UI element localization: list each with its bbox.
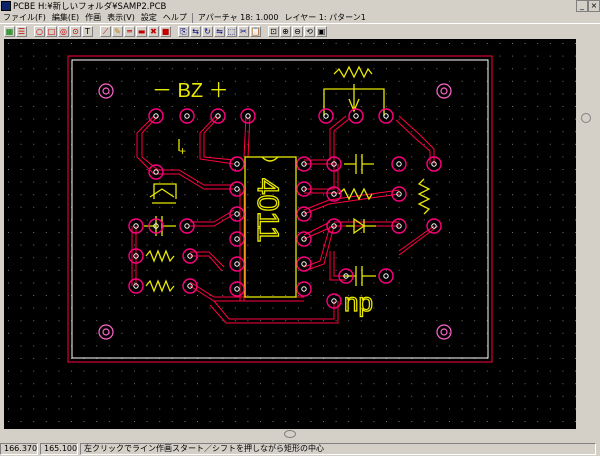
zoom-out-tool-icon: ⊖: [294, 26, 301, 36]
rect-tool-button[interactable]: □: [46, 25, 57, 37]
text-tool-icon: T: [85, 26, 90, 36]
mounting-holes: [98, 83, 452, 340]
pad-tool-button[interactable]: ◎: [58, 25, 69, 37]
title-bar[interactable]: PCBE H:¥新しいフォルダ¥SAMP2.PCB _ ×: [0, 0, 600, 12]
select-tool-button[interactable]: ⬚: [226, 25, 237, 37]
menu-help[interactable]: ヘルプ: [162, 13, 187, 22]
horizontal-scrollbar[interactable]: [4, 429, 576, 439]
fit-tool-icon: ▣: [317, 26, 326, 36]
silk-text-np: np: [344, 287, 373, 317]
menu-settings[interactable]: 設定: [140, 13, 157, 22]
zoom-out-tool-button[interactable]: ⊖: [292, 25, 303, 37]
component-pads: [128, 108, 442, 309]
board-outline-outer: [67, 55, 493, 363]
menu-file[interactable]: ファイル(F): [3, 13, 46, 22]
status-y-coord: 165.100: [40, 442, 78, 455]
move-tool-icon: ⇆: [192, 26, 199, 36]
grid-tool-button[interactable]: ▦: [4, 25, 15, 37]
delete-tool-button[interactable]: ✖: [148, 25, 159, 37]
move-tool-button[interactable]: ⇆: [190, 25, 201, 37]
menu-edit[interactable]: 編集(E): [51, 13, 80, 22]
copy-tool-icon: ⎘: [180, 26, 187, 36]
layer-tool-icon: ☰: [17, 26, 26, 36]
circle-tool-icon: ○: [36, 26, 43, 36]
cut-tool-button[interactable]: ✂: [238, 25, 249, 37]
layer-tool-button[interactable]: ☰: [16, 25, 27, 37]
status-x-coord: 166.370: [0, 442, 38, 455]
app-icon: [1, 1, 11, 11]
rect-tool-icon: □: [47, 26, 56, 36]
pcb-drawing[interactable]: － BZ ＋ + 4011 np: [4, 39, 576, 429]
zoom-window-tool-icon: ⊡: [270, 26, 277, 36]
window-controls: _ ×: [576, 0, 600, 12]
silk-text-ic: 4011: [251, 178, 284, 243]
copper-traces: [131, 115, 439, 324]
redraw-tool-button[interactable]: ⟲: [304, 25, 315, 37]
horizontal-scroll-thumb[interactable]: [284, 430, 296, 438]
window-title: PCBE H:¥新しいフォルダ¥SAMP2.PCB: [13, 2, 167, 12]
paste-tool-button[interactable]: 📋: [250, 25, 261, 37]
bar-tool-button[interactable]: ▬: [136, 25, 147, 37]
bar-tool-icon: ▬: [137, 26, 146, 36]
minimize-button[interactable]: _: [576, 0, 588, 12]
rotate-tool-button[interactable]: ↻: [202, 25, 213, 37]
select-tool-icon: ⬚: [227, 26, 236, 36]
board-outline-inner: [71, 59, 489, 359]
paste-tool-icon: 📋: [250, 26, 261, 36]
pad-tool-icon: ◎: [60, 26, 67, 36]
silkscreen: [144, 65, 431, 298]
via-tool-icon: ⊙: [72, 26, 79, 36]
zoom-in-tool-button[interactable]: ⊕: [280, 25, 291, 37]
pcb-canvas[interactable]: － BZ ＋ + 4011 np: [4, 39, 576, 429]
hline-tool-icon: ═: [127, 26, 132, 36]
menu-separator: [191, 12, 193, 23]
hline-tool-button[interactable]: ═: [124, 25, 135, 37]
mirror-tool-button[interactable]: ⇋: [214, 25, 225, 37]
aperture-indicator[interactable]: アパーチャ 18: 1.000: [197, 13, 279, 22]
text-tool-button[interactable]: T: [82, 25, 93, 37]
delete-tool-icon: ✖: [150, 26, 157, 36]
redraw-tool-icon: ⟲: [306, 26, 313, 36]
layer-indicator[interactable]: レイヤー 1: パターン1: [284, 13, 366, 22]
fill-tool-button[interactable]: ■: [160, 25, 171, 37]
copy-tool-button[interactable]: ⎘: [178, 25, 189, 37]
menu-bar: ファイル(F) 編集(E) 作画 表示(V) 設定 ヘルプ アパーチャ 18: …: [0, 12, 600, 24]
menu-view[interactable]: 表示(V): [107, 13, 135, 22]
mirror-tool-icon: ⇋: [216, 26, 223, 36]
ic-outline: [244, 156, 297, 298]
zoom-window-tool-button[interactable]: ⊡: [268, 25, 279, 37]
fill-tool-icon: ■: [161, 26, 170, 36]
vertical-scrollbar[interactable]: [578, 39, 598, 429]
menu-draw[interactable]: 作画: [85, 13, 102, 22]
toolbar: ▦☰ ○ □ ◎ ⊙ T ⟋ ✎ ═ ▬ ✖ ■ ⎘ ⇆ ↻ ⇋ ⬚ ✂📋 ⊡ ⊕ ⊖ ⟲ ▣: [0, 24, 600, 38]
cut-tool-icon: ✂: [240, 26, 247, 36]
status-bar: 166.370 165.100 左クリックでライン作画スタート／シフトを押しなが…: [0, 442, 600, 455]
line-tool-button[interactable]: ⟋: [100, 25, 111, 37]
circle-tool-button[interactable]: ○: [34, 25, 45, 37]
status-message: 左クリックでライン作画スタート／シフトを押しながら矩形の中心: [80, 442, 596, 455]
zoom-in-tool-icon: ⊕: [282, 26, 289, 36]
line-tool-icon: ⟋: [102, 26, 109, 36]
edit-tool-button[interactable]: ✎: [112, 25, 123, 37]
vertical-scroll-thumb[interactable]: [581, 113, 591, 123]
close-button[interactable]: ×: [588, 0, 600, 12]
rotate-tool-icon: ↻: [204, 26, 211, 36]
silk-plus-mark: +: [179, 144, 186, 158]
edit-tool-icon: ✎: [114, 26, 121, 36]
grid-dots: [8, 43, 576, 422]
grid-tool-icon: ▦: [5, 26, 14, 36]
silk-text-bz: － BZ ＋: [152, 80, 229, 102]
via-tool-button[interactable]: ⊙: [70, 25, 81, 37]
fit-tool-button[interactable]: ▣: [316, 25, 327, 37]
